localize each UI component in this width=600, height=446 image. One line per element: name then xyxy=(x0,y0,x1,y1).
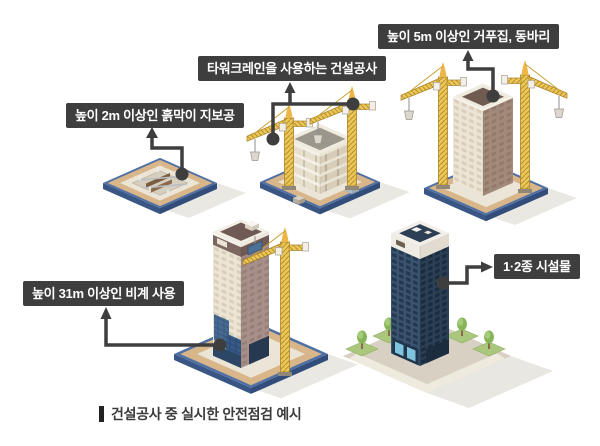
ground-shadow xyxy=(160,183,246,218)
illustration-low-rise-cranes xyxy=(247,86,410,219)
glass-tower xyxy=(391,220,449,366)
connector-dot xyxy=(213,338,227,352)
tower-crane xyxy=(247,103,313,190)
trees xyxy=(357,317,494,349)
connector-scaffold xyxy=(104,319,220,347)
caption-marker-bar xyxy=(99,406,104,422)
callout-tower-crane: 타워크레인을 사용하는 건설공사 xyxy=(198,56,386,81)
tower-crane xyxy=(242,226,309,376)
arrowhead-up xyxy=(100,307,112,319)
arrowhead-up xyxy=(146,127,158,138)
tower-building xyxy=(452,83,514,197)
arrowhead-right xyxy=(481,261,493,273)
illustration-scaffold-highrise xyxy=(174,219,358,399)
connector-dot xyxy=(436,276,450,290)
ground-shadow xyxy=(427,356,553,408)
connector-dot xyxy=(346,97,360,111)
callout-facility: 1·2종 시설물 xyxy=(494,254,580,279)
connector-dot xyxy=(266,132,280,146)
connector-facility xyxy=(443,265,481,285)
ground-shadow xyxy=(486,188,577,225)
caption-text: 건설공사 중 실시한 안전점검 예시 xyxy=(111,406,302,422)
tower-crane xyxy=(502,60,568,193)
connector-dot xyxy=(175,167,189,181)
callout-formwork: 높이 5m 이상인 거푸집, 동바리 xyxy=(378,24,560,49)
callout-scaffold: 높이 31m 이상인 비계 사용 xyxy=(23,281,185,306)
connector-tower-crane xyxy=(271,93,353,139)
connector-lines xyxy=(104,61,495,347)
illustration-completed-facility xyxy=(343,220,553,408)
connector-excavation xyxy=(150,137,184,174)
arrowhead-up xyxy=(284,82,296,93)
illustration-formwork-tower xyxy=(401,60,577,225)
ground-shadow xyxy=(251,354,358,399)
illustration-excavation xyxy=(103,157,246,218)
connector-dot xyxy=(486,89,500,103)
tower-crane xyxy=(401,62,467,189)
connector-formwork xyxy=(466,61,495,96)
figure-caption: 건설공사 중 실시한 안전점검 예시 xyxy=(99,404,302,424)
callout-retaining-wall: 높이 2m 이상인 흙막이 지보공 xyxy=(66,103,244,128)
ground-shadow xyxy=(320,182,410,219)
connector-ends xyxy=(100,50,500,352)
glass-panel xyxy=(247,240,263,256)
arrowhead-up xyxy=(462,50,474,61)
